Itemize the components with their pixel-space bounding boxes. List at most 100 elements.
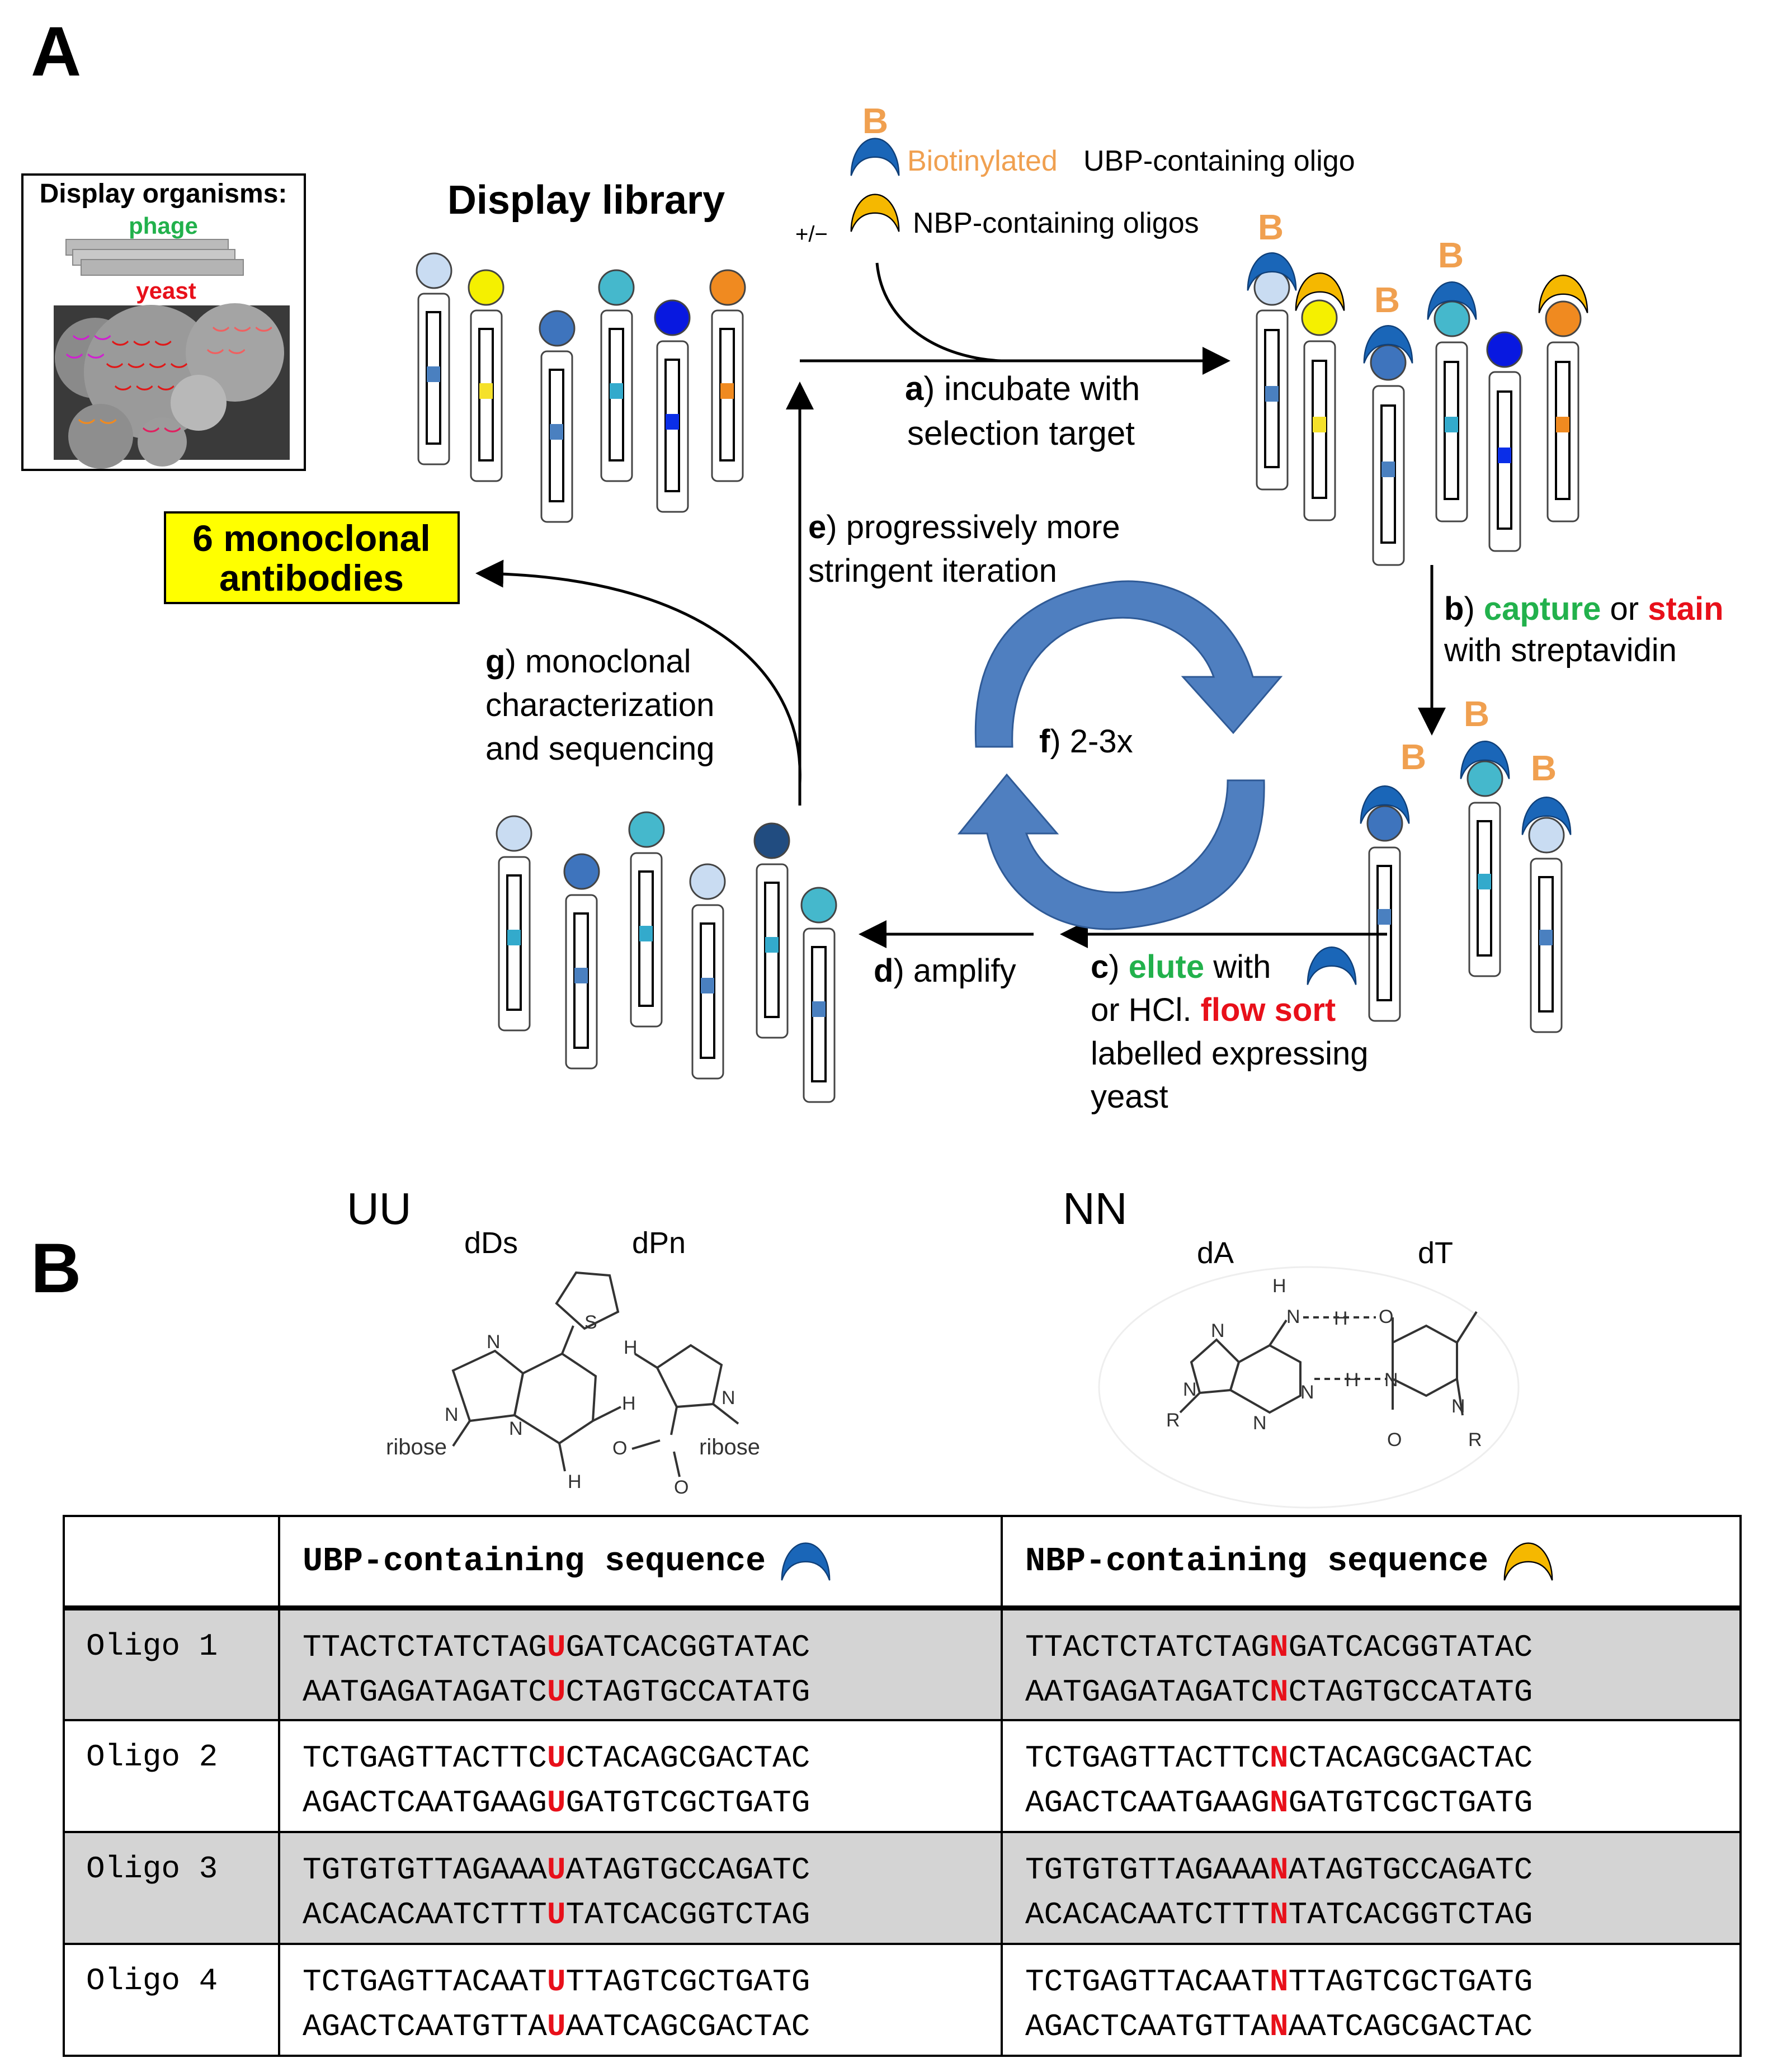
ubp-oligo-icon <box>781 1542 831 1581</box>
atom-label: H <box>1272 1275 1286 1297</box>
nbp-oligo-icon <box>850 194 900 233</box>
nbp-oligo-icon <box>1503 1542 1553 1581</box>
atom-label: H <box>1345 1369 1359 1391</box>
incubated-cells <box>1253 269 1582 566</box>
atom-label: N <box>1286 1306 1300 1327</box>
step-g-text-line3: and sequencing <box>485 731 715 767</box>
library-cell <box>1253 269 1290 491</box>
svg-text:︶ ︶: ︶ ︶ <box>143 427 181 446</box>
step-g-text-line2: characterization <box>485 687 714 723</box>
biotin-b-marker: B <box>862 101 888 141</box>
library-cell <box>654 299 691 513</box>
atom-label: H <box>624 1337 638 1358</box>
atom-label: R <box>1468 1429 1482 1451</box>
step-b-text: b) capture or stain <box>1444 591 1724 627</box>
step-a-text-line2: selection target <box>907 415 1135 452</box>
atom-label: N <box>509 1418 523 1439</box>
header-nbp: NBP-containing sequence <box>1001 1515 1742 1610</box>
atom-label: O <box>1387 1429 1402 1451</box>
svg-text:N: N <box>1253 1412 1267 1434</box>
step-c-text-line2: or HCl. flow sort <box>1091 992 1336 1028</box>
selection-target-legend: B Biotinylated UBP-containing oligo +/− … <box>795 101 1355 247</box>
step-b-text-line2: with streptavidin <box>1444 632 1677 668</box>
atom-label: N <box>1183 1379 1197 1400</box>
svg-text:︶ ︶ ︶: ︶ ︶ ︶ <box>112 341 172 359</box>
table-header: UBP-containing sequence NBP-containing s… <box>63 1515 1742 1610</box>
panel-b-label: B <box>31 1230 81 1307</box>
header-ubp-label: UBP-containing sequence <box>303 1542 766 1581</box>
library-cell <box>539 310 576 523</box>
uu-left-label: dDs <box>464 1226 518 1260</box>
biotin-b-marker: B <box>1258 207 1284 247</box>
plus-minus-label: +/− <box>795 222 828 247</box>
biotin-b-marker: B <box>1531 748 1557 788</box>
library-cell <box>496 815 532 1032</box>
library-cell <box>628 811 665 1028</box>
svg-text:︶ ︶ ︶: ︶ ︶ ︶ <box>213 327 272 345</box>
uu-ribose-right: ribose <box>699 1435 760 1459</box>
biotinylated-label: Biotinylated <box>907 145 1058 177</box>
atom-label: N <box>1211 1320 1225 1341</box>
library-cell <box>1467 760 1503 977</box>
phage-image <box>65 239 244 276</box>
uu-ribose-left: ribose <box>386 1435 447 1459</box>
svg-text:︶ ︶ ︶: ︶ ︶ ︶ <box>115 385 175 404</box>
biotin-b-marker: B <box>1374 280 1400 320</box>
svg-text:︶ ︶: ︶ ︶ <box>66 354 104 372</box>
atom-label: N <box>487 1331 501 1353</box>
display-organisms-title: Display organisms: <box>40 179 287 209</box>
result-line2: antibodies <box>219 557 404 599</box>
library-cell <box>416 252 452 465</box>
library-cell <box>753 822 790 1039</box>
library-cell <box>709 269 746 482</box>
atom-label: N <box>722 1387 735 1409</box>
ubp-oligo-icon <box>1307 946 1357 986</box>
step-a-text: a) incubate with <box>905 370 1140 407</box>
uu-pair-structure: UU dDs dPn S N N N H H H <box>347 1184 760 1498</box>
svg-text:︶ ︶: ︶ ︶ <box>73 335 111 354</box>
step-c-text: c) elute with <box>1091 949 1271 985</box>
bound-oligos-right: B B B <box>1360 694 1572 836</box>
svg-text:︶ ︶ ︶ ︶: ︶ ︶ ︶ ︶ <box>106 363 187 382</box>
library-cell <box>1486 331 1523 552</box>
oligo-name: Oligo 1 <box>63 1607 280 1721</box>
display-library-cells <box>416 252 746 523</box>
library-cell <box>1545 300 1582 522</box>
iteration-cycle-icon <box>957 580 1283 930</box>
uu-title: UU <box>347 1184 412 1233</box>
nn-left-label: dA <box>1197 1236 1234 1270</box>
step-c-text-line4: yeast <box>1091 1079 1168 1115</box>
step-f-text: f) 2-3x <box>1039 723 1133 760</box>
ubp-oligo-label: UBP-containing oligo <box>1083 145 1355 177</box>
phage-label: phage <box>129 213 198 239</box>
result-line1: 6 monoclonal <box>192 517 430 559</box>
display-library-title: Display library <box>447 178 725 223</box>
arrow-oligo-merge <box>875 262 1002 362</box>
atom-label: H <box>622 1393 636 1414</box>
step-e-text-line2: stringent iteration <box>808 553 1057 589</box>
atom-label: O <box>1379 1306 1393 1327</box>
svg-text:︶ ︶: ︶ ︶ <box>78 419 116 437</box>
step-d-text: d) amplify <box>874 953 1016 989</box>
library-cell <box>598 269 635 482</box>
oligo-name: Oligo 2 <box>63 1718 280 1833</box>
library-cell <box>1370 344 1407 566</box>
yeast-label: yeast <box>136 277 196 304</box>
panel-a-label: A <box>31 13 81 91</box>
step-c-text-line3: labelled expressing <box>1091 1035 1369 1072</box>
atom-label: O <box>612 1438 627 1459</box>
ubp-oligo-icon <box>850 138 900 177</box>
library-cell <box>1434 300 1470 522</box>
arrow-step-g <box>475 559 801 784</box>
atom-label: R <box>1166 1410 1180 1431</box>
